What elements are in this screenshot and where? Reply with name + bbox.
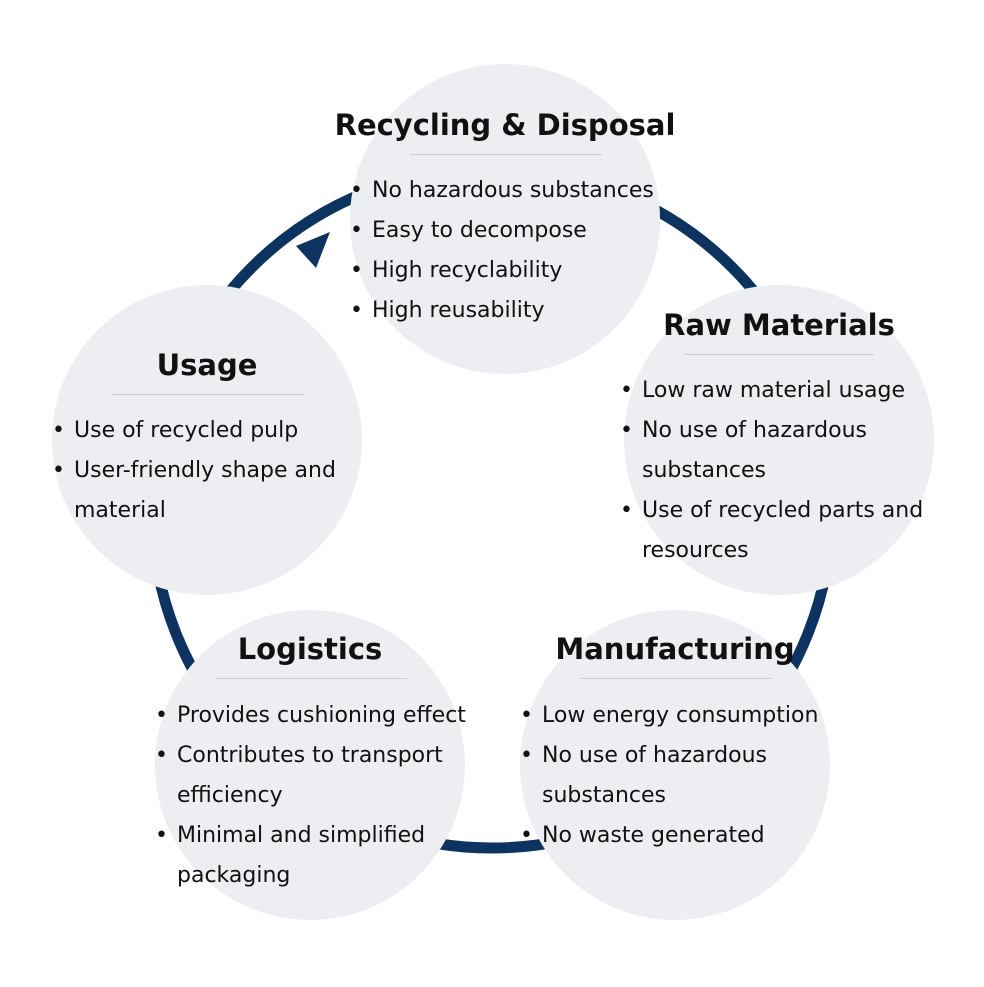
list-item: No use of hazardous substances bbox=[618, 411, 882, 491]
stage-divider bbox=[410, 154, 602, 155]
stage-divider bbox=[112, 394, 304, 395]
stage-logistics: Logistics Provides cushioning effect Con… bbox=[155, 610, 466, 920]
list-item: No waste generated bbox=[518, 816, 838, 856]
stage-recycling: Recycling & Disposal No hazardous substa… bbox=[335, 64, 675, 374]
stage-raw-materials: Raw Materials Low raw material usage No … bbox=[620, 285, 934, 595]
list-item: No hazardous substances bbox=[348, 171, 678, 211]
stage-title-recycling: Recycling & Disposal bbox=[334, 108, 676, 142]
stage-list-manufacturing: Low energy consumption No use of hazardo… bbox=[518, 696, 838, 856]
stage-title-logistics: Logistics bbox=[237, 632, 383, 666]
list-item: High recyclability bbox=[348, 251, 678, 291]
list-item: Low energy consumption bbox=[518, 696, 838, 736]
stage-divider bbox=[684, 354, 874, 355]
list-item: Easy to decompose bbox=[348, 211, 678, 251]
stage-title-raw-materials: Raw Materials bbox=[663, 308, 895, 342]
stage-divider bbox=[215, 678, 407, 679]
list-item: Use of recycled parts and resources bbox=[618, 491, 932, 571]
stage-title-manufacturing: Manufacturing bbox=[555, 632, 795, 666]
stage-title-usage: Usage bbox=[156, 348, 258, 382]
list-item: Use of recycled pulp bbox=[50, 411, 350, 451]
list-item: Minimal and simplified packaging bbox=[153, 816, 457, 896]
list-item: Low raw material usage bbox=[618, 371, 928, 411]
stage-list-raw-materials: Low raw material usage No use of hazardo… bbox=[618, 371, 928, 571]
list-item: Contributes to transport efficiency bbox=[153, 736, 457, 816]
list-item: Provides cushioning effect bbox=[153, 696, 473, 736]
stage-manufacturing: Manufacturing Low energy consumption No … bbox=[520, 610, 830, 920]
stage-list-usage: Use of recycled pulp User-friendly shape… bbox=[50, 411, 350, 531]
stage-list-recycling: No hazardous substances Easy to decompos… bbox=[348, 171, 678, 331]
list-item: No use of hazardous substances bbox=[518, 736, 792, 816]
list-item: High reusability bbox=[348, 291, 678, 331]
stage-usage: Usage Use of recycled pulp User-friendly… bbox=[52, 285, 362, 595]
stage-list-logistics: Provides cushioning effect Contributes t… bbox=[153, 696, 473, 896]
stage-divider bbox=[580, 678, 772, 679]
list-item: User-friendly shape and material bbox=[50, 451, 344, 531]
arrow-head-icon bbox=[296, 232, 330, 268]
